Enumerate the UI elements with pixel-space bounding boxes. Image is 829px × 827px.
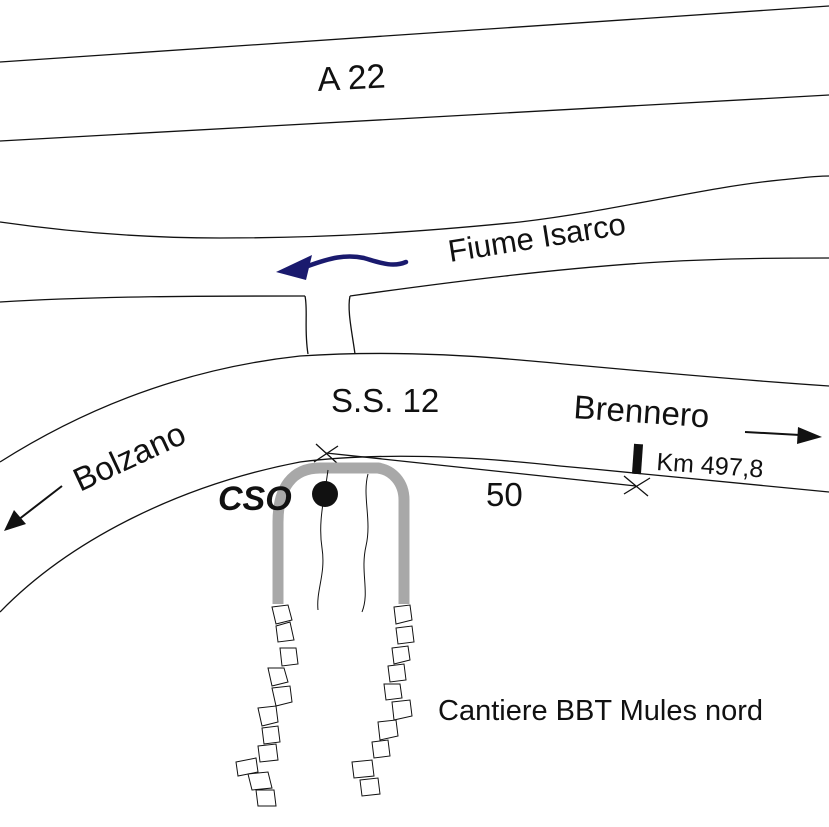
river-flow-arrow <box>305 254 409 269</box>
label-direction-bolzano: Bolzano <box>67 414 191 498</box>
road-ss12-north-edge <box>0 352 829 463</box>
site-creek-east <box>361 473 369 613</box>
label-river-isarco: Fiume Isarco <box>446 206 628 269</box>
km-marker-post <box>631 443 644 475</box>
river-north-bank <box>0 175 829 239</box>
river-south-bank-west <box>0 295 306 303</box>
cso-station-marker <box>312 481 338 507</box>
arrow-brennero <box>744 431 801 436</box>
access-road <box>272 462 410 604</box>
arrow-bolzano <box>17 485 63 521</box>
stone-wall-west <box>235 604 299 807</box>
river-south-bank-east <box>349 257 829 297</box>
label-km-marker: Km 497,8 <box>656 448 765 483</box>
label-station-cso: CSO <box>218 480 292 518</box>
river-flow-arrowhead <box>276 255 312 280</box>
distance-tick-east-b <box>623 477 651 495</box>
highway-a22-north-edge <box>0 5 829 63</box>
distance-measure-line <box>325 452 637 487</box>
road-ss12-south-edge <box>0 455 829 613</box>
arrow-bolzano-head <box>4 510 26 531</box>
label-direction-brennero: Brennero <box>573 388 711 434</box>
label-road-ss12: S.S. 12 <box>331 382 439 419</box>
highway-a22-south-edge <box>0 94 829 142</box>
stone-wall-east <box>351 604 415 797</box>
label-construction-site: Cantiere BBT Mules nord <box>438 695 763 727</box>
arrow-brennero-head <box>797 427 822 444</box>
label-highway-a22: A 22 <box>316 57 386 99</box>
distance-tick-west-b <box>313 445 339 463</box>
label-distance: 50 <box>486 476 523 513</box>
creek-east-bank <box>348 295 356 355</box>
creek-west-bank <box>304 295 309 355</box>
